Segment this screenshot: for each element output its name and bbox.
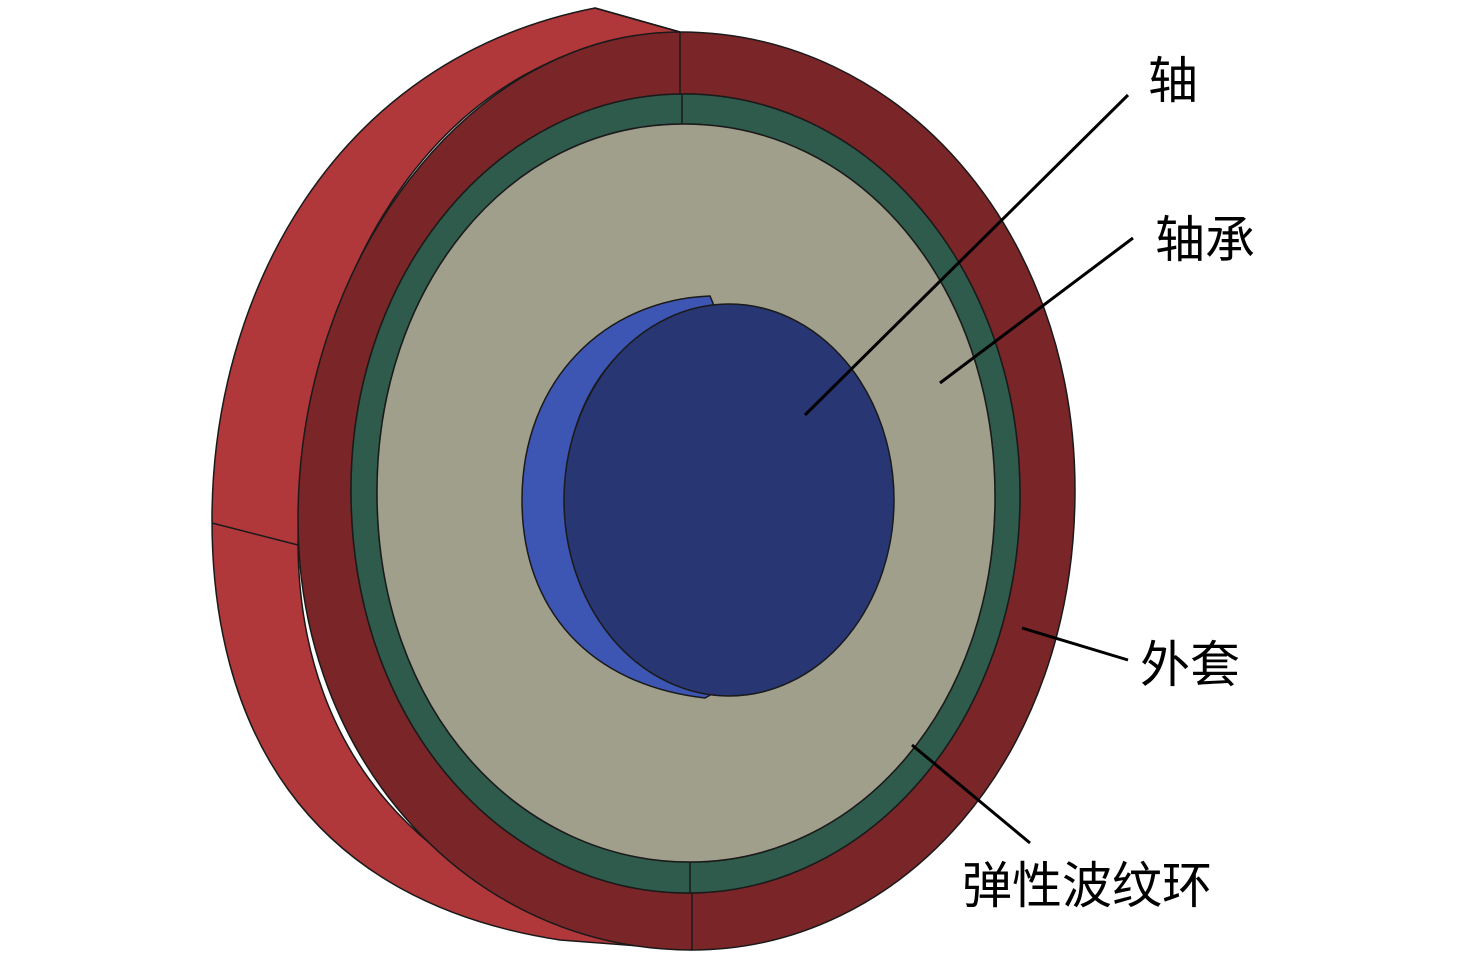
sleeve-edge-left-side [211, 522, 299, 546]
leader-line-shaft [803, 93, 1130, 417]
leader-line-bearing [939, 236, 1134, 385]
leader-line-outer-sleeve [1021, 626, 1129, 662]
shaft-face [563, 303, 895, 697]
label-bearing: 轴承 [1155, 211, 1255, 269]
label-shaft: 轴 [1148, 52, 1198, 110]
sleeve-edge-top-side [594, 7, 681, 33]
label-outer-sleeve: 外套 [1140, 636, 1240, 694]
label-elastic-ring: 弹性波纹环 [962, 857, 1212, 915]
shaft [521, 295, 895, 699]
leader-line-elastic-ring [911, 743, 1031, 845]
